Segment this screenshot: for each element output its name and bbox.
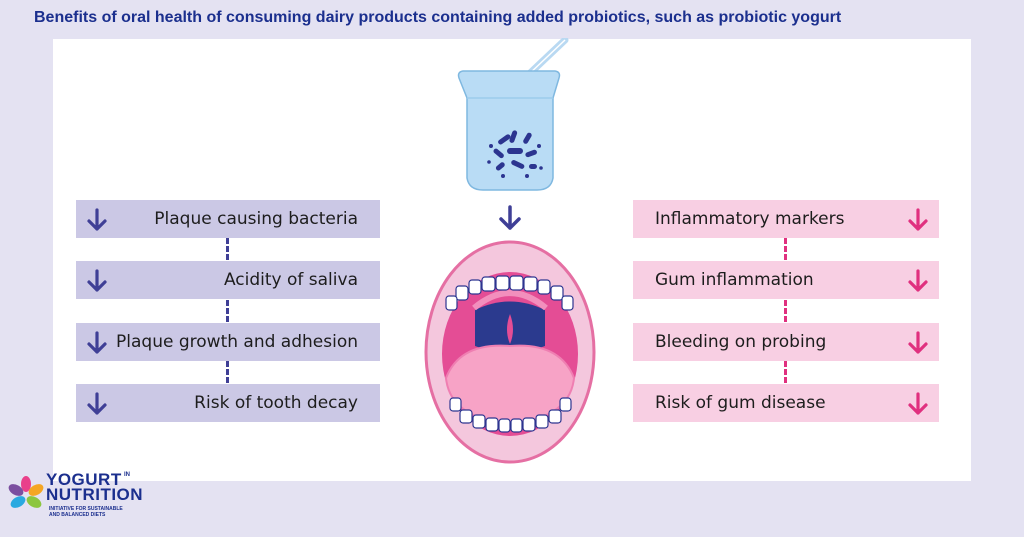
down-arrow-icon xyxy=(905,391,931,417)
yogurt-in-nutrition-logo: YOGURT IN NUTRITION INITIATIVE FOR SUSTA… xyxy=(8,470,148,530)
connector-line xyxy=(226,300,229,322)
open-mouth-illustration xyxy=(420,238,600,468)
connector-line xyxy=(226,238,229,260)
effect-box-bleeding: Bleeding on probing xyxy=(633,323,939,361)
down-arrow-icon xyxy=(84,330,110,356)
connector-line xyxy=(784,238,787,260)
logo-text-nutrition: NUTRITION xyxy=(46,485,143,505)
down-arrow-icon xyxy=(84,391,110,417)
connector-line xyxy=(784,361,787,383)
effect-label: Plaque causing bacteria xyxy=(154,209,358,229)
down-arrow-icon xyxy=(84,268,110,294)
effect-box-gum-disease: Risk of gum disease xyxy=(633,384,939,422)
effect-label: Bleeding on probing xyxy=(655,332,826,352)
effect-label: Risk of gum disease xyxy=(655,393,826,413)
diagram-title: Benefits of oral health of consuming dai… xyxy=(34,9,841,27)
down-arrow-icon xyxy=(905,268,931,294)
effect-box-gum-inflammation: Gum inflammation xyxy=(633,261,939,299)
petal-logo-icon xyxy=(8,476,44,512)
down-arrow-icon xyxy=(84,207,110,233)
effect-label: Inflammatory markers xyxy=(655,209,844,229)
logo-tagline: INITIATIVE FOR SUSTAINABLE AND BALANCED … xyxy=(49,506,129,518)
connector-line xyxy=(226,361,229,383)
effect-label: Acidity of saliva xyxy=(224,270,358,290)
effect-box-plaque-bacteria: Plaque causing bacteria xyxy=(76,200,380,238)
down-arrow-icon xyxy=(496,204,524,232)
down-arrow-icon xyxy=(905,330,931,356)
yogurt-cup-illustration xyxy=(455,38,575,198)
down-arrow-icon xyxy=(905,207,931,233)
effect-box-tooth-decay: Risk of tooth decay xyxy=(76,384,380,422)
connector-line xyxy=(784,300,787,322)
effect-label: Risk of tooth decay xyxy=(194,393,358,413)
logo-text-in: IN xyxy=(124,472,130,478)
effect-box-saliva-acidity: Acidity of saliva xyxy=(76,261,380,299)
effect-box-plaque-growth: Plaque growth and adhesion xyxy=(76,323,380,361)
effect-label: Gum inflammation xyxy=(655,270,814,290)
effect-label: Plaque growth and adhesion xyxy=(116,332,358,352)
effect-box-inflammatory-markers: Inflammatory markers xyxy=(633,200,939,238)
